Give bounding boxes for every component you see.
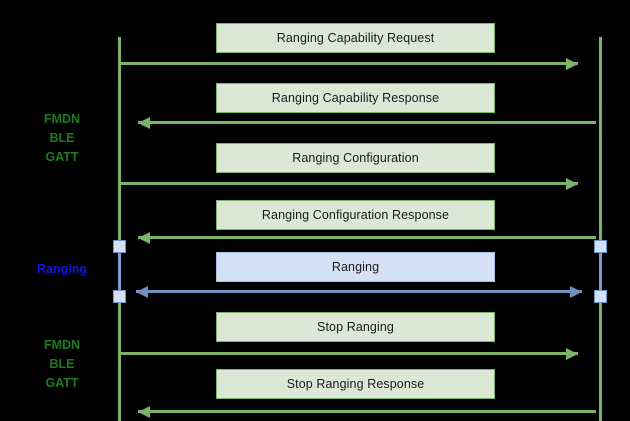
message-arrow-ranging-configuration <box>121 182 578 185</box>
message-label: Ranging Capability Request <box>276 31 435 45</box>
message-label: Ranging Configuration Response <box>261 208 450 222</box>
arrowhead-left-icon <box>136 285 148 298</box>
message-box-ranging[interactable]: Ranging <box>216 252 495 282</box>
phase-label-line-ranging: Ranging <box>37 262 87 276</box>
phase-label-fmdn-ble-gatt-bottom: FMDN BLE GATT <box>14 336 110 393</box>
arrowhead-left-icon <box>138 405 150 418</box>
arrowhead-right-icon <box>566 57 578 70</box>
message-arrow-ranging-capability-request <box>121 62 578 65</box>
left-lifeline-green-top <box>118 37 121 245</box>
phase-label-line-fmdn-bottom: FMDN <box>43 338 81 352</box>
message-arrow-stop-ranging <box>121 352 578 355</box>
message-label: Ranging Capability Response <box>271 91 440 105</box>
message-box-stop-ranging[interactable]: Stop Ranging <box>216 312 495 342</box>
message-box-ranging-capability-response[interactable]: Ranging Capability Response <box>216 83 495 113</box>
arrowhead-right-icon <box>570 285 582 298</box>
phase-label-line-ble-top: BLE <box>49 131 75 145</box>
arrowhead-right-icon <box>566 177 578 190</box>
activation-box-right-bottom <box>594 290 607 303</box>
left-lifeline-blue-ranging <box>118 243 121 298</box>
message-arrow-stop-ranging-response <box>138 410 596 413</box>
left-lifeline-green-bottom <box>118 296 121 421</box>
message-label: Stop Ranging Response <box>286 377 425 391</box>
arrowhead-right-icon <box>566 347 578 360</box>
activation-box-right-top <box>594 240 607 253</box>
phase-label-line-fmdn-top: FMDN <box>43 112 81 126</box>
message-label: Ranging <box>331 260 380 274</box>
arrowhead-left-icon <box>138 116 150 129</box>
message-box-ranging-configuration-response[interactable]: Ranging Configuration Response <box>216 200 495 230</box>
right-lifeline-green-bottom <box>599 296 602 421</box>
phase-label-line-gatt-top: GATT <box>45 150 79 164</box>
message-box-ranging-capability-request[interactable]: Ranging Capability Request <box>216 23 495 53</box>
phase-label-line-gatt-bottom: GATT <box>45 376 79 390</box>
right-lifeline-green-top <box>599 37 602 245</box>
right-lifeline-blue-ranging <box>599 243 602 298</box>
phase-label-fmdn-ble-gatt-top: FMDN BLE GATT <box>14 110 110 167</box>
phase-label-ranging: Ranging <box>14 260 110 279</box>
message-arrow-ranging-capability-response <box>138 121 596 124</box>
message-label: Stop Ranging <box>317 320 394 334</box>
message-box-ranging-configuration[interactable]: Ranging Configuration <box>216 143 495 173</box>
arrowhead-left-icon <box>138 231 150 244</box>
phase-label-line-ble-bottom: BLE <box>49 357 75 371</box>
message-label: Ranging Configuration <box>292 151 419 165</box>
activation-box-left-top <box>113 240 126 253</box>
message-box-stop-ranging-response[interactable]: Stop Ranging Response <box>216 369 495 399</box>
activation-box-left-bottom <box>113 290 126 303</box>
message-arrow-ranging-bidirectional <box>136 290 582 293</box>
message-arrow-ranging-configuration-response <box>138 236 596 239</box>
